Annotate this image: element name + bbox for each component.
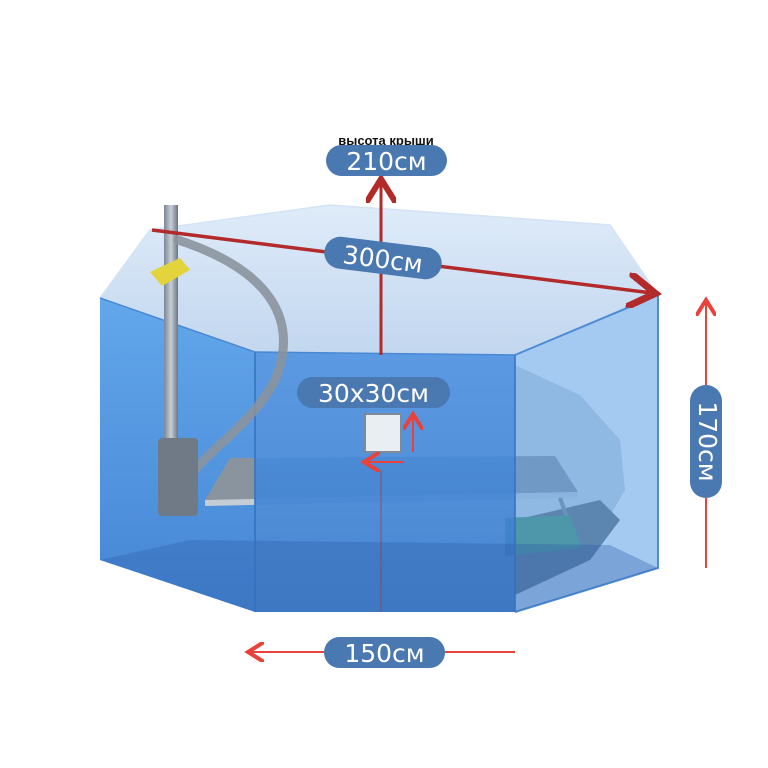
stove-body — [158, 438, 198, 516]
diagonal-pill: 300см — [324, 236, 442, 280]
roof-height-pill: 210см — [326, 145, 447, 176]
wall-height-pill: 170см — [690, 385, 722, 498]
roof-height-caption: высота крыши — [338, 133, 434, 148]
svg-text:170см: 170см — [693, 401, 722, 481]
chimney-hose — [173, 235, 288, 475]
pipe-badge — [150, 258, 190, 286]
window-square — [364, 413, 402, 453]
right-wall — [515, 295, 658, 612]
front-wall — [255, 352, 515, 612]
width-pill: 150см — [324, 637, 445, 668]
wall-top-edge-front — [254, 351, 516, 356]
right-wall-frame — [514, 293, 659, 613]
svg-text:30x30см: 30x30см — [318, 379, 429, 408]
svg-text:150см: 150см — [344, 639, 424, 668]
svg-text:210см: 210см — [346, 147, 426, 176]
floor — [100, 540, 658, 612]
roof-edge — [99, 204, 659, 299]
window-pill: 30x30см — [297, 377, 450, 408]
